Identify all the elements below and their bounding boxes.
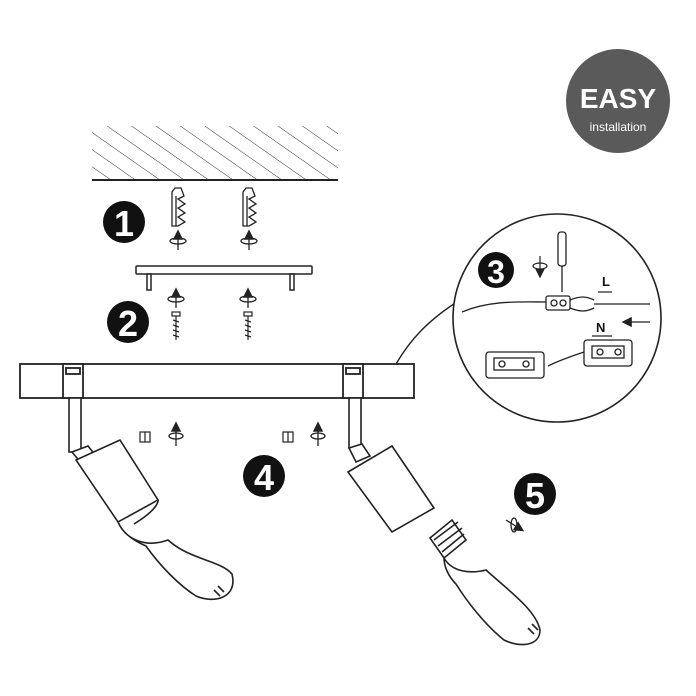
- rotate-arrow-icon: [168, 290, 184, 308]
- rotate-arrow-icon: [169, 424, 183, 446]
- step-5-marker: 5: [514, 473, 556, 516]
- step-1-marker: 1: [103, 201, 145, 244]
- cable-clip-right: [283, 432, 293, 442]
- light-bar: [20, 364, 414, 398]
- ceiling: [92, 126, 338, 180]
- badge-subtitle: installation: [590, 120, 647, 134]
- mounting-plate: [136, 266, 312, 290]
- step-4-marker: 4: [243, 455, 285, 498]
- bulb: [430, 520, 540, 645]
- step-4-number: 4: [254, 457, 274, 498]
- step-2-marker: 2: [107, 301, 149, 344]
- rotate-arrow-icon: [241, 232, 257, 250]
- rotate-arrow-icon: [170, 232, 186, 250]
- easy-installation-badge: EASY installation: [566, 49, 670, 153]
- live-label: L: [602, 274, 610, 289]
- rotate-arrow-icon: [240, 290, 256, 308]
- step-3-number: 3: [487, 254, 505, 290]
- spotlight-left: [69, 398, 233, 599]
- rotate-arrow-icon: [311, 424, 325, 446]
- cable-clip-left: [140, 432, 150, 442]
- badge-title: EASY: [580, 83, 657, 114]
- step-2-number: 2: [118, 303, 138, 344]
- rotate-arrow-icon: [506, 518, 522, 532]
- screw-left: [172, 312, 180, 340]
- step-5-number: 5: [525, 475, 545, 516]
- wiring-callout: 3 L N: [396, 214, 661, 422]
- neutral-label: N: [596, 320, 605, 335]
- wall-plug-right: [243, 188, 256, 226]
- spotlight-right: [348, 398, 434, 532]
- wall-plug-left: [172, 188, 185, 226]
- screw-right: [244, 312, 252, 340]
- step-1-number: 1: [114, 203, 134, 244]
